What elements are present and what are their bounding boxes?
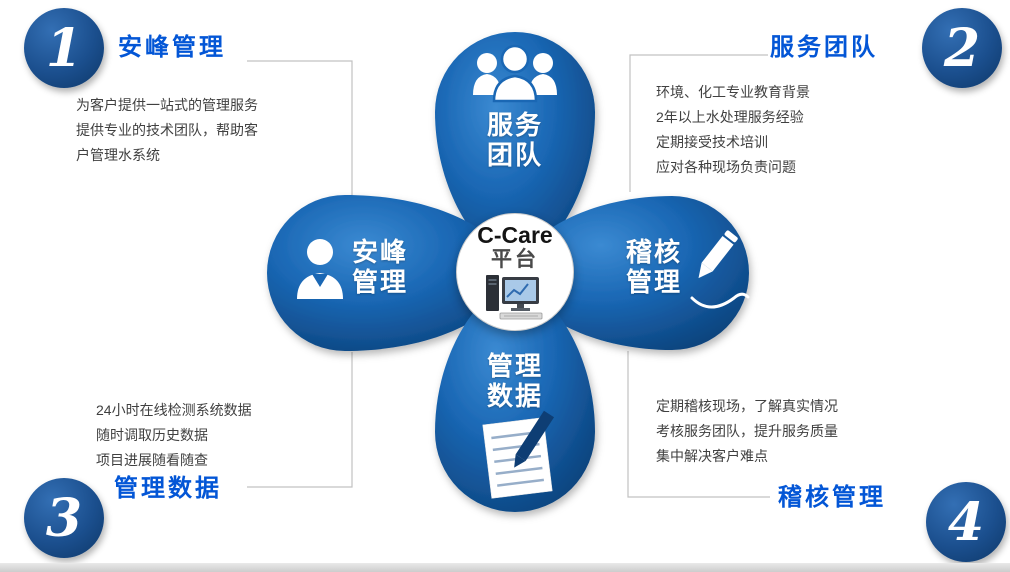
desc-line: 户管理水系统: [76, 147, 160, 163]
desc-line: 环境、化工专业教育背景: [656, 84, 810, 100]
center-platform: 平台: [491, 248, 539, 271]
petal-label-line: 服务: [486, 110, 543, 140]
desc-line: 为客户提供一站式的管理服务: [76, 97, 258, 113]
desc-line: 定期稽核现场，了解真实情况: [656, 398, 838, 414]
document-pencil-icon: [482, 410, 555, 499]
petal-left: [267, 195, 520, 351]
number-badge-2: 2: [922, 8, 1002, 88]
desc-line: 2年以上水处理服务经验: [656, 109, 804, 125]
petal-label-line: 管理: [625, 267, 682, 297]
corner-desc-4: 定期稽核现场，了解真实情况 考核服务团队，提升服务质量 集中解决客户难点: [656, 394, 838, 469]
petal-bottom: [435, 278, 595, 512]
desc-line: 集中解决客户难点: [656, 448, 768, 464]
petal-label-line: 数据: [486, 381, 543, 411]
corner-title-2: 服务团队: [770, 34, 878, 61]
petal-label-line: 安峰: [351, 237, 408, 267]
petal-label-line: 管理: [351, 267, 408, 297]
center-circle: C-Care 平台: [456, 213, 574, 331]
desc-line: 随时调取历史数据: [96, 427, 208, 443]
corner-desc-3: 24小时在线检测系统数据 随时调取历史数据 项目进展随看随查: [96, 398, 252, 473]
footer-strip: [0, 563, 1010, 572]
connector-line-3: [247, 352, 353, 488]
connector-line-2: [629, 54, 768, 192]
petal-label-top: 服务 团队: [465, 110, 565, 170]
center-brand: C-Care: [477, 222, 553, 248]
number-badge-1: 1: [24, 8, 104, 88]
desc-line: 项目进展随看随查: [96, 452, 208, 468]
connector-line-4: [627, 351, 770, 498]
petal-right: [510, 196, 749, 350]
corner-title-1: 安峰管理: [118, 34, 226, 61]
person-icon: [297, 239, 343, 299]
connector-line-1: [247, 60, 353, 196]
desc-line: 提供专业的技术团队，帮助客: [76, 122, 258, 138]
desc-line: 应对各种现场负责问题: [656, 159, 796, 175]
corner-title-4: 稽核管理: [778, 484, 886, 511]
petal-label-bottom: 管理 数据: [465, 351, 565, 411]
number-badge-3: 3: [24, 478, 104, 558]
petal-label-left: 安峰 管理: [350, 237, 410, 297]
team-icon: [473, 44, 557, 103]
desc-line: 考核服务团队，提升服务质量: [656, 423, 838, 439]
petal-label-line: 团队: [486, 140, 543, 170]
petal-label-line: 稽核: [625, 237, 682, 267]
desktop-computer-icon: [486, 275, 543, 320]
desc-line: 定期接受技术培训: [656, 134, 768, 150]
petal-label-right: 稽核 管理: [624, 237, 684, 297]
desc-line: 24小时在线检测系统数据: [96, 402, 252, 418]
number-badge-4: 4: [926, 482, 1006, 562]
corner-desc-1: 为客户提供一站式的管理服务 提供专业的技术团队，帮助客 户管理水系统: [76, 93, 258, 168]
corner-title-3: 管理数据: [114, 475, 222, 502]
petal-label-line: 管理: [486, 351, 543, 381]
corner-desc-2: 环境、化工专业教育背景 2年以上水处理服务经验 定期接受技术培训 应对各种现场负…: [656, 80, 810, 180]
pen-icon: [690, 230, 750, 309]
